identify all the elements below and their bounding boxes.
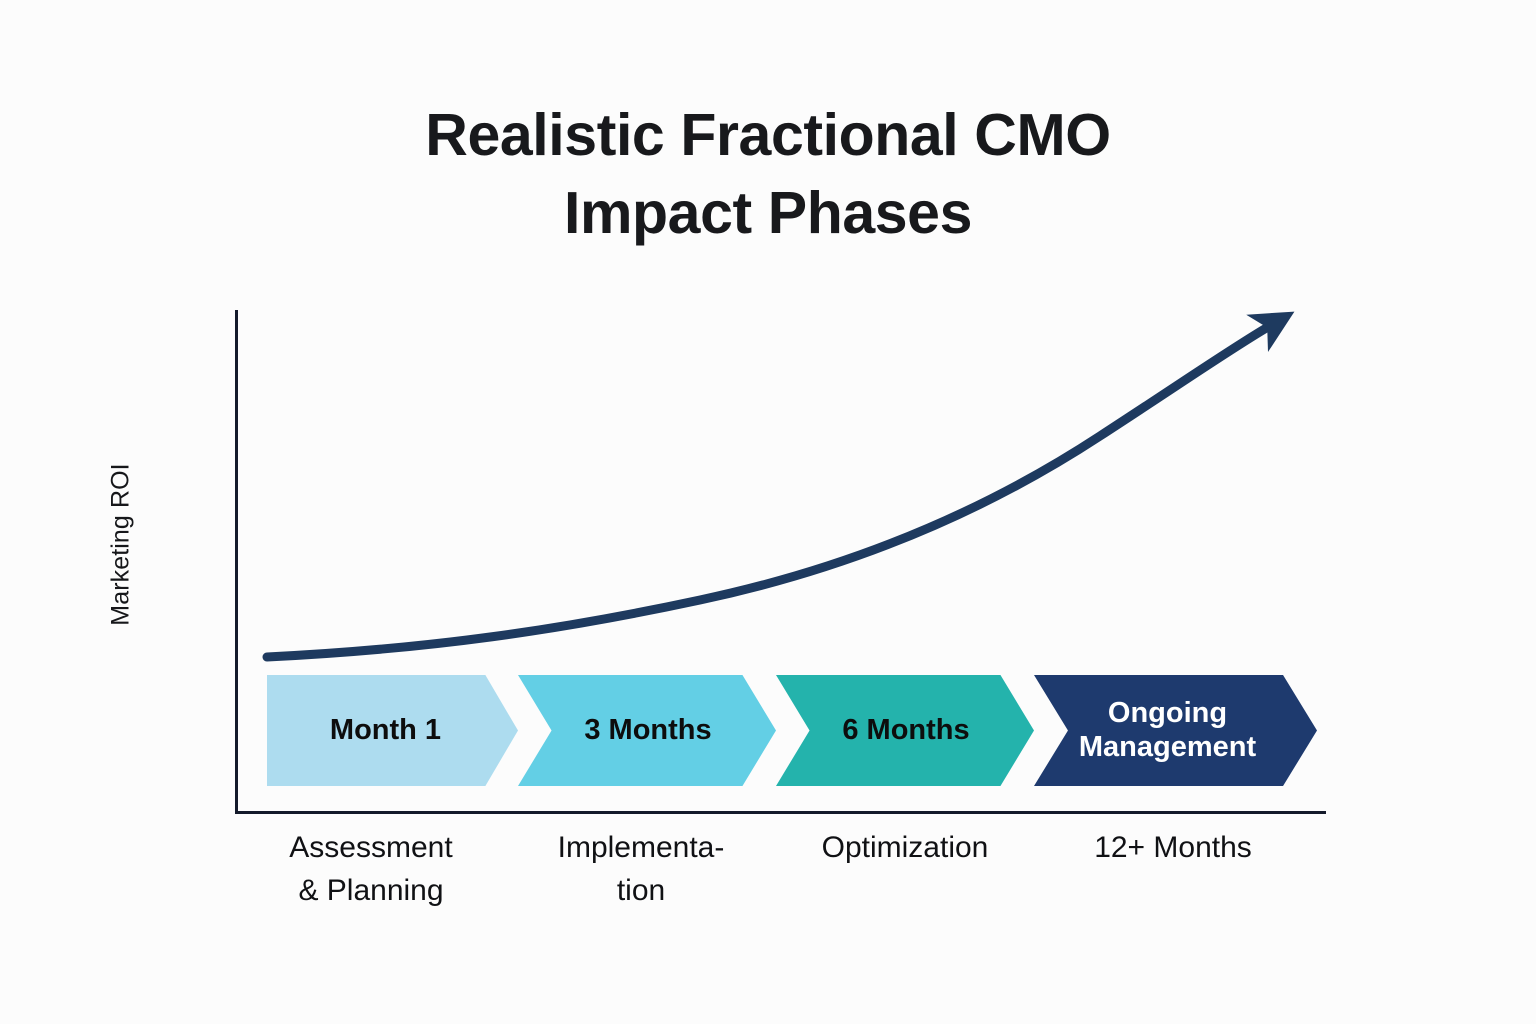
chevron-phase-ongoing[interactable]: Ongoing Management: [1034, 675, 1317, 786]
x-axis-line: [235, 811, 1326, 814]
phase-caption-implementation: Implementa- tion: [557, 831, 725, 907]
chevron-phase-6-months[interactable]: 6 Months: [776, 675, 1034, 786]
chevron-label-3-months: 3 Months: [584, 713, 712, 746]
chevron-label-month-1: Month 1: [329, 713, 442, 746]
phase-caption-12-plus-months: 12+ Months: [1094, 831, 1252, 864]
chevron-phase-3-months[interactable]: 3 Months: [518, 675, 776, 786]
title-line-2: Impact Phases: [563, 180, 972, 247]
y-axis-label: Marketing ROI: [106, 463, 135, 626]
chevron-label-6-months: 6 Months: [842, 713, 970, 746]
phase-caption-row: Assessment & Planning Implementa- tion O…: [235, 827, 1326, 947]
y-axis-line: [235, 310, 238, 814]
chevron-phase-month-1[interactable]: Month 1: [267, 675, 518, 786]
title-line-1: Realistic Fractional CMO: [425, 102, 1111, 168]
page-title: Realistic Fractional CMO Impact Phases: [0, 96, 1536, 253]
phase-chevron-band: Month 1 3 Months 6 Months Ongoing Manage…: [267, 675, 1317, 786]
phase-caption-optimization: Optimization: [821, 831, 989, 864]
phase-caption-assessment-planning: Assessment & Planning: [289, 831, 453, 907]
chevron-label-ongoing: Ongoing Management: [1078, 697, 1257, 763]
